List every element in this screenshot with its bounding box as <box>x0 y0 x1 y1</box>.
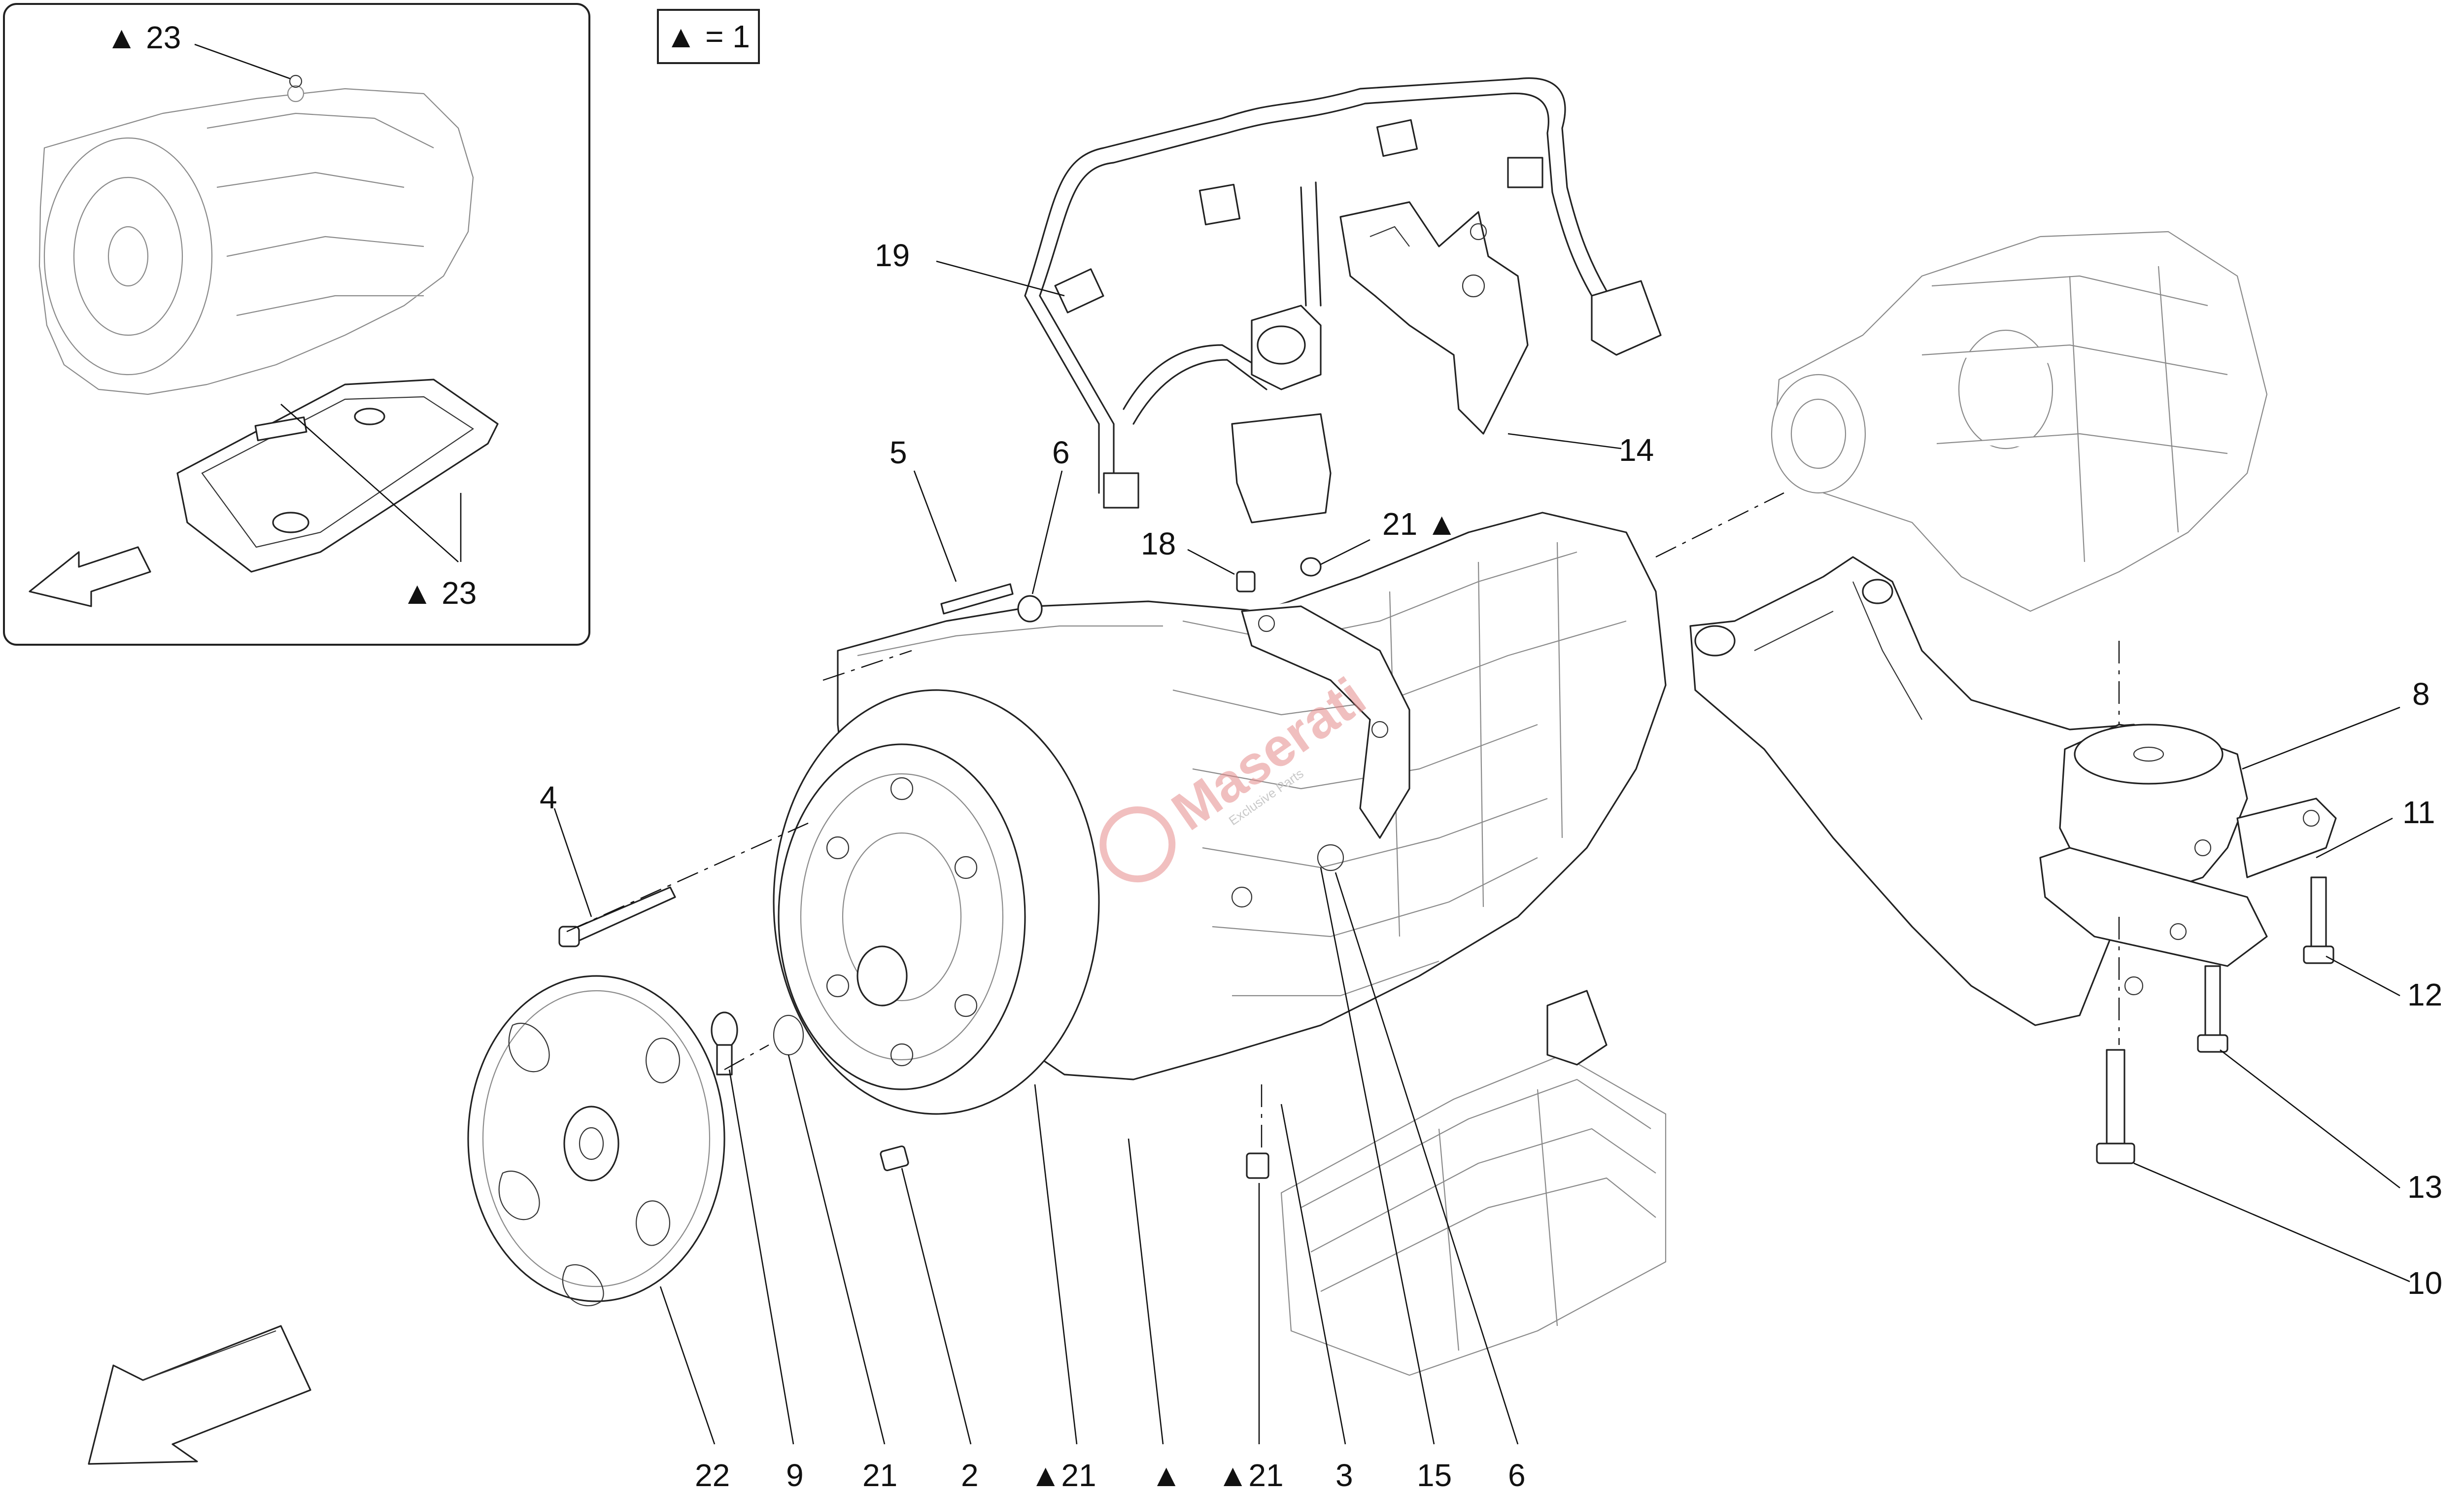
torque-converter <box>773 689 1100 1115</box>
label-9: 9 <box>786 1458 804 1493</box>
alignment-lines <box>566 492 2120 1153</box>
label-10: 10 <box>2407 1265 2442 1301</box>
mount-bolts <box>2096 876 2334 1164</box>
label-11: 11 <box>2402 795 2435 830</box>
label-8: 8 <box>2412 676 2430 712</box>
bracket-14 <box>1339 201 1529 435</box>
label-6-top: 6 <box>1052 435 1070 470</box>
legend-text: ▲ = 1 <box>665 19 750 54</box>
label-21: 21 <box>862 1458 897 1493</box>
label-21-top: 21 ▲ <box>1382 506 1457 542</box>
callout-leaders <box>553 260 2410 1445</box>
label-12: 12 <box>2407 977 2442 1012</box>
label-2: 2 <box>961 1458 979 1493</box>
label-21-tri-b: ▲21 <box>1217 1458 1284 1493</box>
inset-label-23-top: ▲ 23 <box>106 20 181 55</box>
wiring-harness <box>1024 77 1662 523</box>
engine-mount-8 <box>2039 724 2337 996</box>
label-21-tri-a: ▲21 <box>1030 1458 1096 1493</box>
inset-transmission-illustration <box>38 85 474 395</box>
label-19: 19 <box>875 238 910 273</box>
inset-direction-arrow-icon <box>29 546 151 607</box>
label-tri: ▲ <box>1151 1458 1182 1493</box>
label-14: 14 <box>1619 432 1654 468</box>
label-3: 3 <box>1335 1458 1353 1493</box>
inset-panel: ▲ 23 ▲ 23 <box>3 3 590 646</box>
valve-body <box>1280 990 1667 1376</box>
label-6-bottom: 6 <box>1508 1458 1526 1493</box>
label-13: 13 <box>2407 1169 2442 1205</box>
label-15: 15 <box>1417 1458 1452 1493</box>
direction-arrow-icon <box>88 1325 311 1465</box>
callout-labels: 19 5 6 18 21 ▲ 14 4 8 11 12 13 10 22 9 2… <box>540 238 2442 1493</box>
legend-box: ▲ = 1 <box>657 9 760 64</box>
label-4: 4 <box>540 780 557 815</box>
inset-label-23-bottom: ▲ 23 <box>402 575 477 611</box>
transfer-case <box>1771 231 2268 612</box>
inset-oil-pan-illustration <box>176 379 499 573</box>
flexplate <box>467 975 725 1307</box>
fasteners <box>558 557 1410 1179</box>
label-22: 22 <box>695 1458 730 1493</box>
label-18: 18 <box>1141 526 1176 561</box>
label-5: 5 <box>890 435 907 470</box>
